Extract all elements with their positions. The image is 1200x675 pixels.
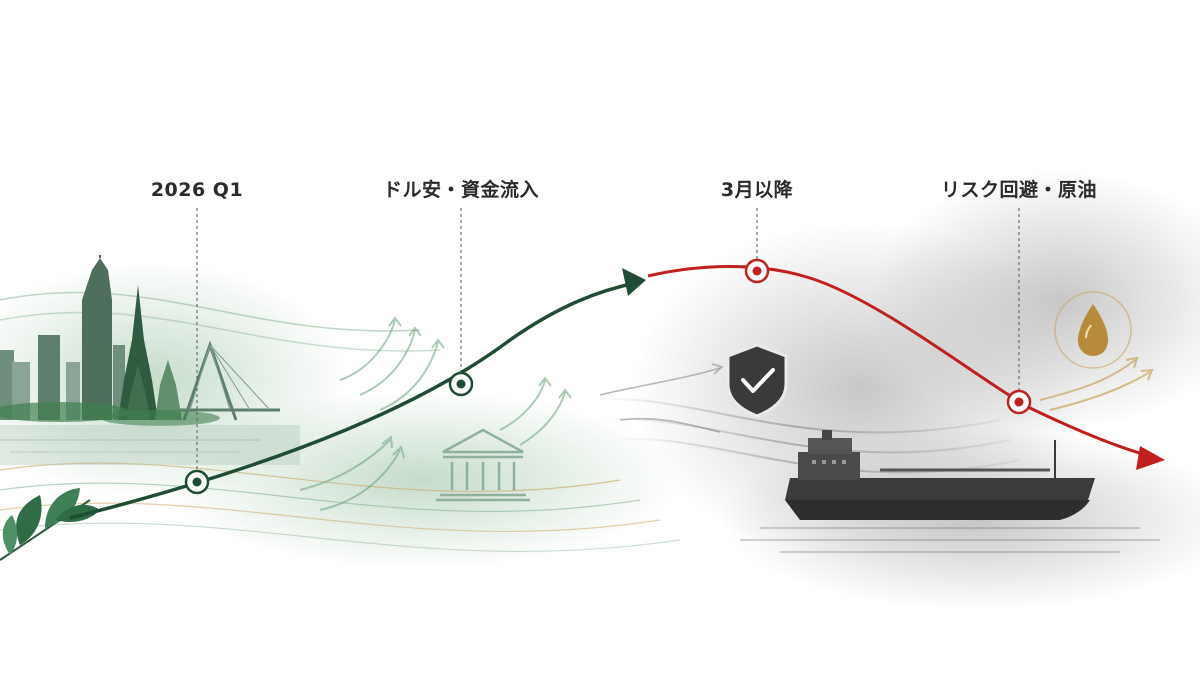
oil-arrows [1039, 356, 1154, 411]
stage-label-after-march: 3月以降 [720, 179, 794, 201]
marker-inflow [448, 371, 474, 397]
marker-q1 [184, 469, 210, 495]
stage-connectors [196, 208, 1020, 474]
trend-line [69, 265, 1165, 520]
oil-drop-icon [1054, 291, 1132, 369]
stage-label-q1: 2026 Q1 [150, 179, 244, 201]
stage-label-risk-off-oil: リスク回避・原油 [940, 179, 1098, 201]
stage-markers [184, 258, 1032, 495]
city-skyline-icon [0, 255, 300, 465]
stage-label-dollar-weakness-inflow: ドル安・資金流入 [382, 179, 540, 201]
leaf-icon [0, 488, 100, 561]
tanker-ship-icon [740, 430, 1160, 553]
marker-risk [1006, 389, 1032, 415]
outflow-arrows [599, 363, 724, 433]
inflow-arrows [299, 316, 572, 511]
bank-icon [436, 428, 530, 502]
wave-lines [0, 291, 1021, 553]
shield-check-icon [726, 343, 788, 418]
marker-march [744, 258, 770, 284]
